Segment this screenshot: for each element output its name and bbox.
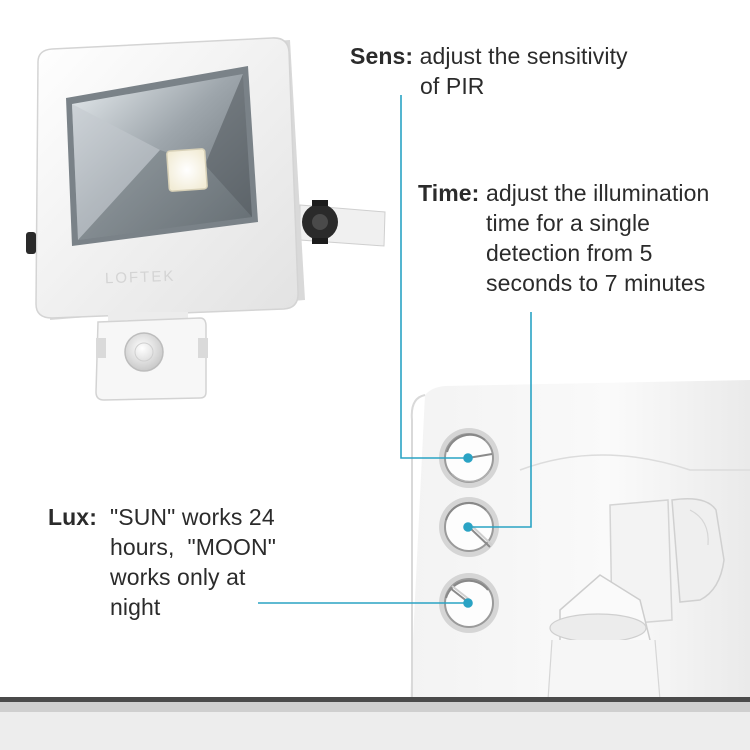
lux-text-line-3: works only at xyxy=(110,564,246,590)
lux-text-line-2: hours, "MOON" xyxy=(110,534,276,560)
sens-leader-line xyxy=(400,95,466,459)
mounting-knob-icon xyxy=(302,200,338,244)
table-edge xyxy=(0,697,750,750)
lux-text-line-1: "SUN" works 24 xyxy=(110,504,275,530)
sens-text-line-1: adjust the sensitivity xyxy=(419,43,628,69)
sens-leader-dot xyxy=(463,453,473,463)
time-text-line-1: adjust the illumination xyxy=(485,180,710,206)
time-annotation: Time: adjust the illumination time for a… xyxy=(418,178,709,298)
sens-annotation: Sens: adjust the sensitivity of PIR xyxy=(350,41,628,101)
lux-leader-dot xyxy=(463,598,473,608)
floodlight-icon: LOFTEK xyxy=(26,37,386,401)
lux-annotation: Lux: "SUN" works 24 hours, "MOON" works … xyxy=(48,502,276,622)
brand-logo: LOFTEK xyxy=(105,268,176,287)
time-key: Time: xyxy=(418,180,480,206)
time-leader-dot xyxy=(463,522,473,532)
lux-key: Lux: xyxy=(48,504,97,530)
time-text-line-2: time for a single xyxy=(486,210,651,236)
pir-sensor-icon xyxy=(95,317,208,401)
sens-text-line-2: of PIR xyxy=(420,73,485,99)
time-leader-line xyxy=(470,312,532,528)
time-text-line-4: seconds to 7 minutes xyxy=(486,270,706,296)
time-text-line-3: detection from 5 xyxy=(486,240,653,266)
sens-key: Sens: xyxy=(350,43,414,69)
leader-lines xyxy=(258,95,532,608)
control-panel-closeup xyxy=(410,380,750,701)
lux-text-line-4: night xyxy=(110,594,161,620)
